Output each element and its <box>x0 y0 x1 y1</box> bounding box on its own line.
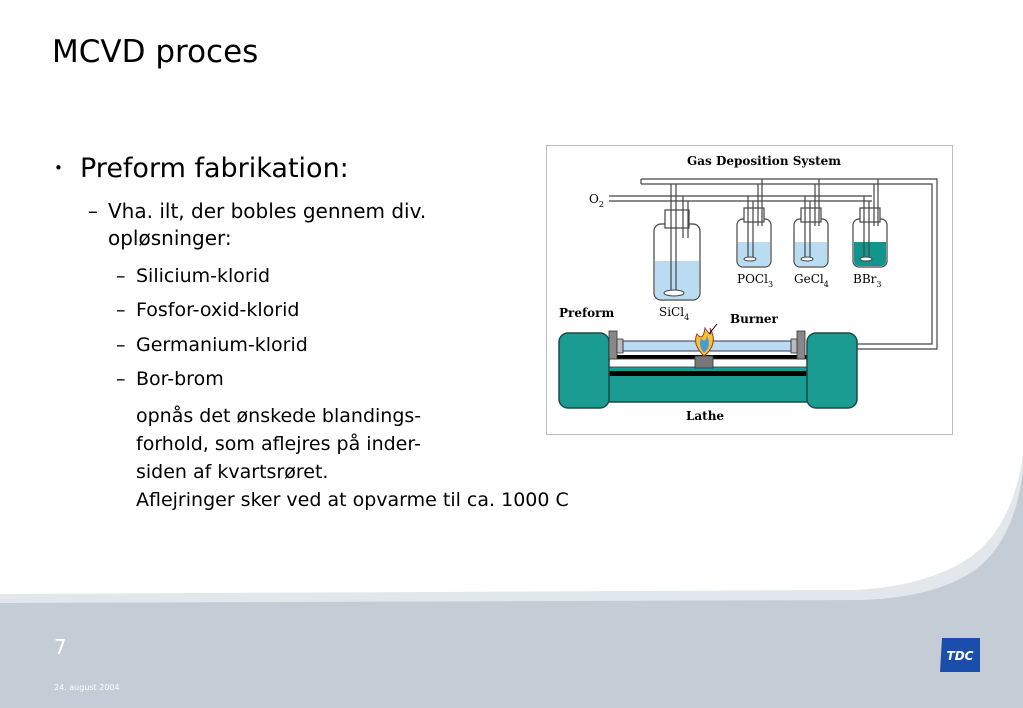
level3-item: –Germanium-klorid <box>116 333 308 357</box>
preform-label: Preform <box>559 306 614 320</box>
bullet-symbol: • <box>54 159 63 177</box>
description-text: opnås det ønskede blandings- forhold, so… <box>136 402 696 514</box>
gecl4-label: GeCl4 <box>794 272 829 289</box>
burner <box>694 323 718 369</box>
diagram-title: Gas Deposition System <box>687 154 841 168</box>
bullet-text: Preform fabrikation: <box>80 153 349 184</box>
sicl4-bottle <box>653 184 701 301</box>
svg-text:TDC: TDC <box>947 649 974 663</box>
level3-item: –Fosfor-oxid-klorid <box>116 298 299 322</box>
mcvd-diagram: Gas Deposition System O2 SiCl4 <box>546 145 953 435</box>
gecl4-bottle <box>793 179 829 268</box>
level3-text: Fosfor-oxid-klorid <box>136 299 300 321</box>
lathe-label: Lathe <box>686 409 724 423</box>
sub-bullet-item: – Vha. ilt, der bobles gennem div. opløs… <box>88 198 538 252</box>
pocl3-bottle <box>736 179 772 268</box>
o2-supply-lines <box>609 178 938 350</box>
level3-text: Silicium-klorid <box>136 265 271 287</box>
footer-date: 24. august 2004 <box>54 683 120 692</box>
page-number: 7 <box>54 635 67 659</box>
sub-bullet-text: Vha. ilt, der bobles gennem div. opløsni… <box>108 199 427 250</box>
description-line: forhold, som aflejres på inder- <box>136 433 421 455</box>
burner-label: Burner <box>730 312 779 326</box>
bullet-item: • Preform fabrikation: <box>54 152 349 186</box>
bbr3-bottle <box>852 179 888 268</box>
level3-item: –Bor-brom <box>116 367 224 391</box>
description-line: Aflejringer sker ved at opvarme til ca. … <box>136 489 569 511</box>
dash-symbol: – <box>116 368 126 390</box>
level3-text: Bor-brom <box>136 368 224 390</box>
level3-text: Germanium-klorid <box>136 334 308 356</box>
tdc-logo: TDC <box>940 638 980 672</box>
bbr3-label: BBr3 <box>853 272 881 289</box>
sicl4-label: SiCl4 <box>659 305 689 322</box>
dash-symbol: – <box>116 265 126 287</box>
pocl3-label: POCl3 <box>737 272 773 289</box>
dash-symbol: – <box>116 299 126 321</box>
level3-item: –Silicium-klorid <box>116 264 270 288</box>
o2-label: O2 <box>589 192 604 209</box>
slide-title: MCVD proces <box>52 34 259 70</box>
description-line: siden af kvartsrøret. <box>136 461 329 483</box>
description-line: opnås det ønskede blandings- <box>136 405 422 427</box>
dash-symbol: – <box>88 199 98 223</box>
dash-symbol: – <box>116 334 126 356</box>
